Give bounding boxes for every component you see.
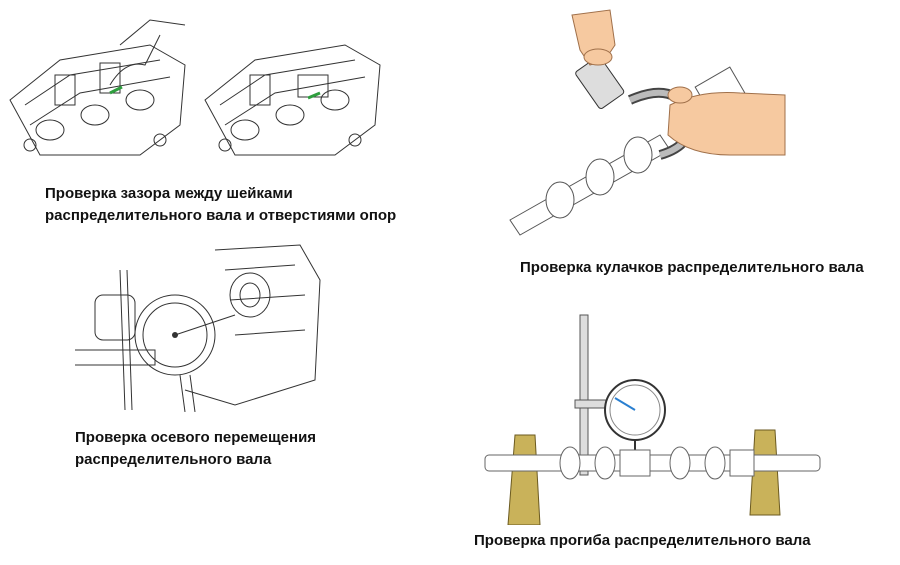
engine-head-drawing bbox=[9, 19, 381, 156]
plastigage-strip bbox=[109, 85, 123, 95]
v-block-right bbox=[749, 429, 781, 516]
caption-axial-line2: распределительного вала bbox=[75, 451, 272, 468]
head-plastigage-illustration bbox=[0, 5, 385, 175]
caption-journal-clearance-line1: Проверка зазора между шейками bbox=[45, 185, 293, 202]
indicator-stand bbox=[579, 314, 589, 476]
runout-drawing bbox=[484, 314, 821, 525]
dial-indicator-head-drawing bbox=[75, 244, 321, 412]
dial-center bbox=[172, 332, 178, 338]
plastigage-strip-measured bbox=[307, 91, 321, 100]
caption-runout: Проверка прогиба распределительного вала bbox=[474, 532, 811, 549]
micrometer-cam-illustration bbox=[500, 5, 790, 245]
caption-cam-check: Проверка кулачков распределительного вал… bbox=[520, 259, 864, 276]
gauge-needle bbox=[614, 397, 636, 411]
runout-illustration bbox=[480, 310, 830, 525]
axial-play-illustration bbox=[65, 240, 325, 412]
caption-journal-clearance-line2: распределительного вала и отверстиями оп… bbox=[45, 207, 397, 224]
caption-axial-line1: Проверка осевого перемещения bbox=[75, 429, 317, 446]
camshaft bbox=[484, 446, 821, 480]
v-block-left bbox=[507, 434, 541, 525]
micrometer-drawing bbox=[509, 9, 786, 236]
